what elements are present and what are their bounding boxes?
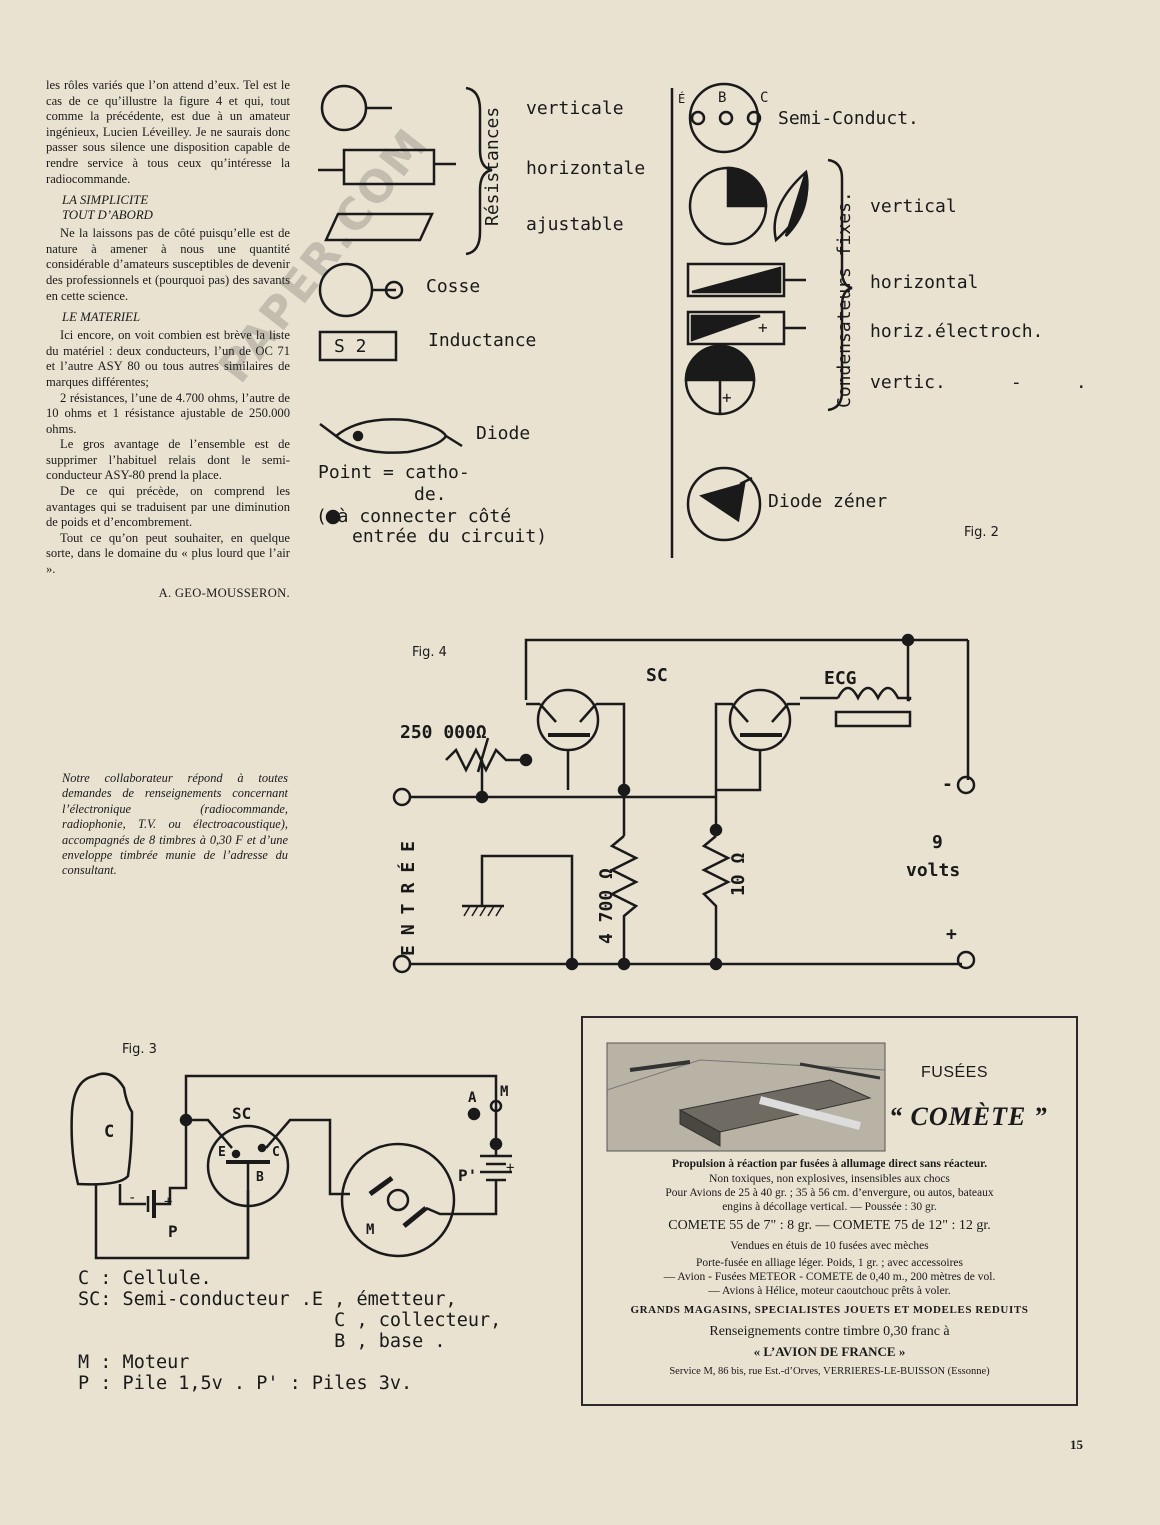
label-point-3: ( à connecter côté [316,506,512,527]
article-paragraph: les rôles variés que l’on attend d’eux. … [46,78,290,186]
label-s2: S 2 [334,336,367,357]
article-paragraph: De ce qui précède, on comprend les avant… [46,484,290,530]
fig2-symbols [670,82,853,558]
label-vertical: vertical [870,196,957,217]
fig3-caption: Fig. 3 [122,1042,157,1057]
label-horizontal: horizontal [870,272,979,293]
label-c: C [760,90,769,106]
fig4-circuit [392,633,976,974]
label-point-4: entrée du circuit) [352,526,548,547]
label-plus: + [946,924,957,945]
label-motor: M [366,1222,375,1238]
legend-line: C : Cellule. [78,1268,212,1289]
label-vertic: vertic. - . [870,372,1087,393]
label-horiz-electroch: horiz.électroch. [870,321,1044,342]
label-verticale: verticale [526,98,624,119]
label-b: B [718,90,727,106]
ad-line: « L’AVION DE FRANCE » [753,1344,906,1359]
label-cosse: Cosse [426,276,481,297]
ad-line: Propulsion à réaction par fusées à allum… [671,1158,988,1170]
legend-line: M : Moteur [78,1352,190,1373]
ad-line: Vendues en étuis de 10 fusées avec mèche… [730,1240,929,1252]
label-volts: volts [906,860,961,881]
ad-line: — Avion - Fusées METEOR - COMETE de 0,40… [663,1271,996,1283]
label-ecg: ECG [824,668,857,689]
label-point-1: Point = catho- [318,462,470,483]
section-heading: LE MATERIEL [62,310,141,325]
label-4700-ohm: 4 700 Ω [596,868,617,944]
ad-line: Non toxiques, non explosives, insensible… [709,1173,950,1185]
label-plus-electroch: + [758,318,768,337]
label-emitter: E [218,1145,226,1160]
fig3-circuit [70,1072,512,1260]
legend-line: B , base . [78,1331,446,1352]
article-paragraph: Ne la laissons pas de côté puisqu’elle e… [46,226,290,303]
label-horizontale: horizontale [526,158,646,179]
label-condensateurs: Condensateurs fixes. [834,191,855,408]
label-base: B [256,1170,264,1185]
article-paragraph: Le gros avantage de l’ensemble est de su… [46,437,290,483]
ad-line: COMETE 55 de 7" : 8 gr. — COMETE 75 de 1… [668,1218,991,1233]
ad-illustration [606,1042,886,1152]
label-entree: ENTRÉE [398,830,419,956]
heading-line: TOUT D’ABORD [62,208,153,223]
label-sc: SC [646,665,668,686]
author-signature: A. GEO-MOUSSERON. [158,585,290,600]
ad-fusees: FUSÉES [921,1064,989,1081]
label-p: P [168,1222,178,1241]
label-semi-conduct: Semi-Conduct. [778,108,919,129]
label-point-2: de. [414,484,447,505]
label-10-ohm: 10 Ω [728,852,749,896]
fig1-symbols [318,84,493,525]
page-number: 15 [1070,1437,1083,1452]
editor-note: Notre collaborateur répond à toutes dema… [62,771,288,878]
label-collector: C [272,1145,280,1160]
label-minus: - [942,774,953,795]
label-e: É [678,92,686,106]
label-9: 9 [932,832,943,853]
legend-line: C , collecteur, [78,1310,502,1331]
label-minus-p: - [128,1190,137,1206]
ad-comete-title: “ COMÈTE ” [889,1102,1048,1131]
label-inductance: Inductance [428,330,537,351]
legend-line: SC: Semi-conducteur .E , émetteur, [78,1289,457,1310]
label-plus-p: + [164,1194,173,1210]
label-m-switch: M [500,1084,509,1100]
ad-line: Service M, 86 bis, rue Est.-d’Orves, VER… [669,1366,990,1377]
advertisement-box: FUSÉES “ COMÈTE ” Propulsion à réaction … [581,1016,1078,1406]
fig2-caption: Fig. 2 [964,525,999,540]
ad-line: engins à décollage vertical. — Poussée :… [722,1201,937,1213]
article-paragraph: Ici encore, on voit combien est brève la… [46,328,290,389]
ad-line: GRANDS MAGASINS, SPECIALISTES JOUETS ET … [630,1304,1029,1316]
fig3-legend: C : Cellule.SC: Semi-conducteur .E , éme… [78,1268,501,1394]
label-resistances: Résistances [482,106,503,226]
label-sc-fig3: SC [232,1104,252,1123]
label-a: A [468,1090,477,1106]
article-paragraph: 2 résistances, l’une de 4.700 ohms, l’au… [46,390,290,436]
label-p-prime: P' [458,1166,478,1185]
ad-line: Porte-fusée en alliage léger. Poids, 1 g… [696,1257,963,1269]
label-diode: Diode [476,423,531,444]
label-diode-zener: Diode zéner [768,491,888,512]
article-column: les rôles variés que l’on attend d’eux. … [46,78,290,601]
fig4-caption: Fig. 4 [412,645,447,660]
legend-line: P : Pile 1,5v . P' : Piles 3v. [78,1373,413,1394]
ad-line: Pour Avions de 25 à 40 gr. ; 35 à 56 cm.… [665,1187,994,1199]
label-plus-pp: + [506,1160,515,1176]
label-cellule: C [104,1122,115,1142]
heading-line: LA SIMPLICITE [62,193,149,208]
article-paragraph: Tout ce qu’on peut souhaiter, en quelque… [46,530,290,577]
label-plus-vertic: + [722,388,732,407]
ad-line: — Avions à Hélice, moteur caoutchouc prê… [708,1285,951,1297]
ad-line: Renseignements contre timbre 0,30 franc … [709,1324,950,1339]
label-ajustable: ajustable [526,214,624,235]
label-250000-ohm: 250 000Ω [400,722,487,743]
